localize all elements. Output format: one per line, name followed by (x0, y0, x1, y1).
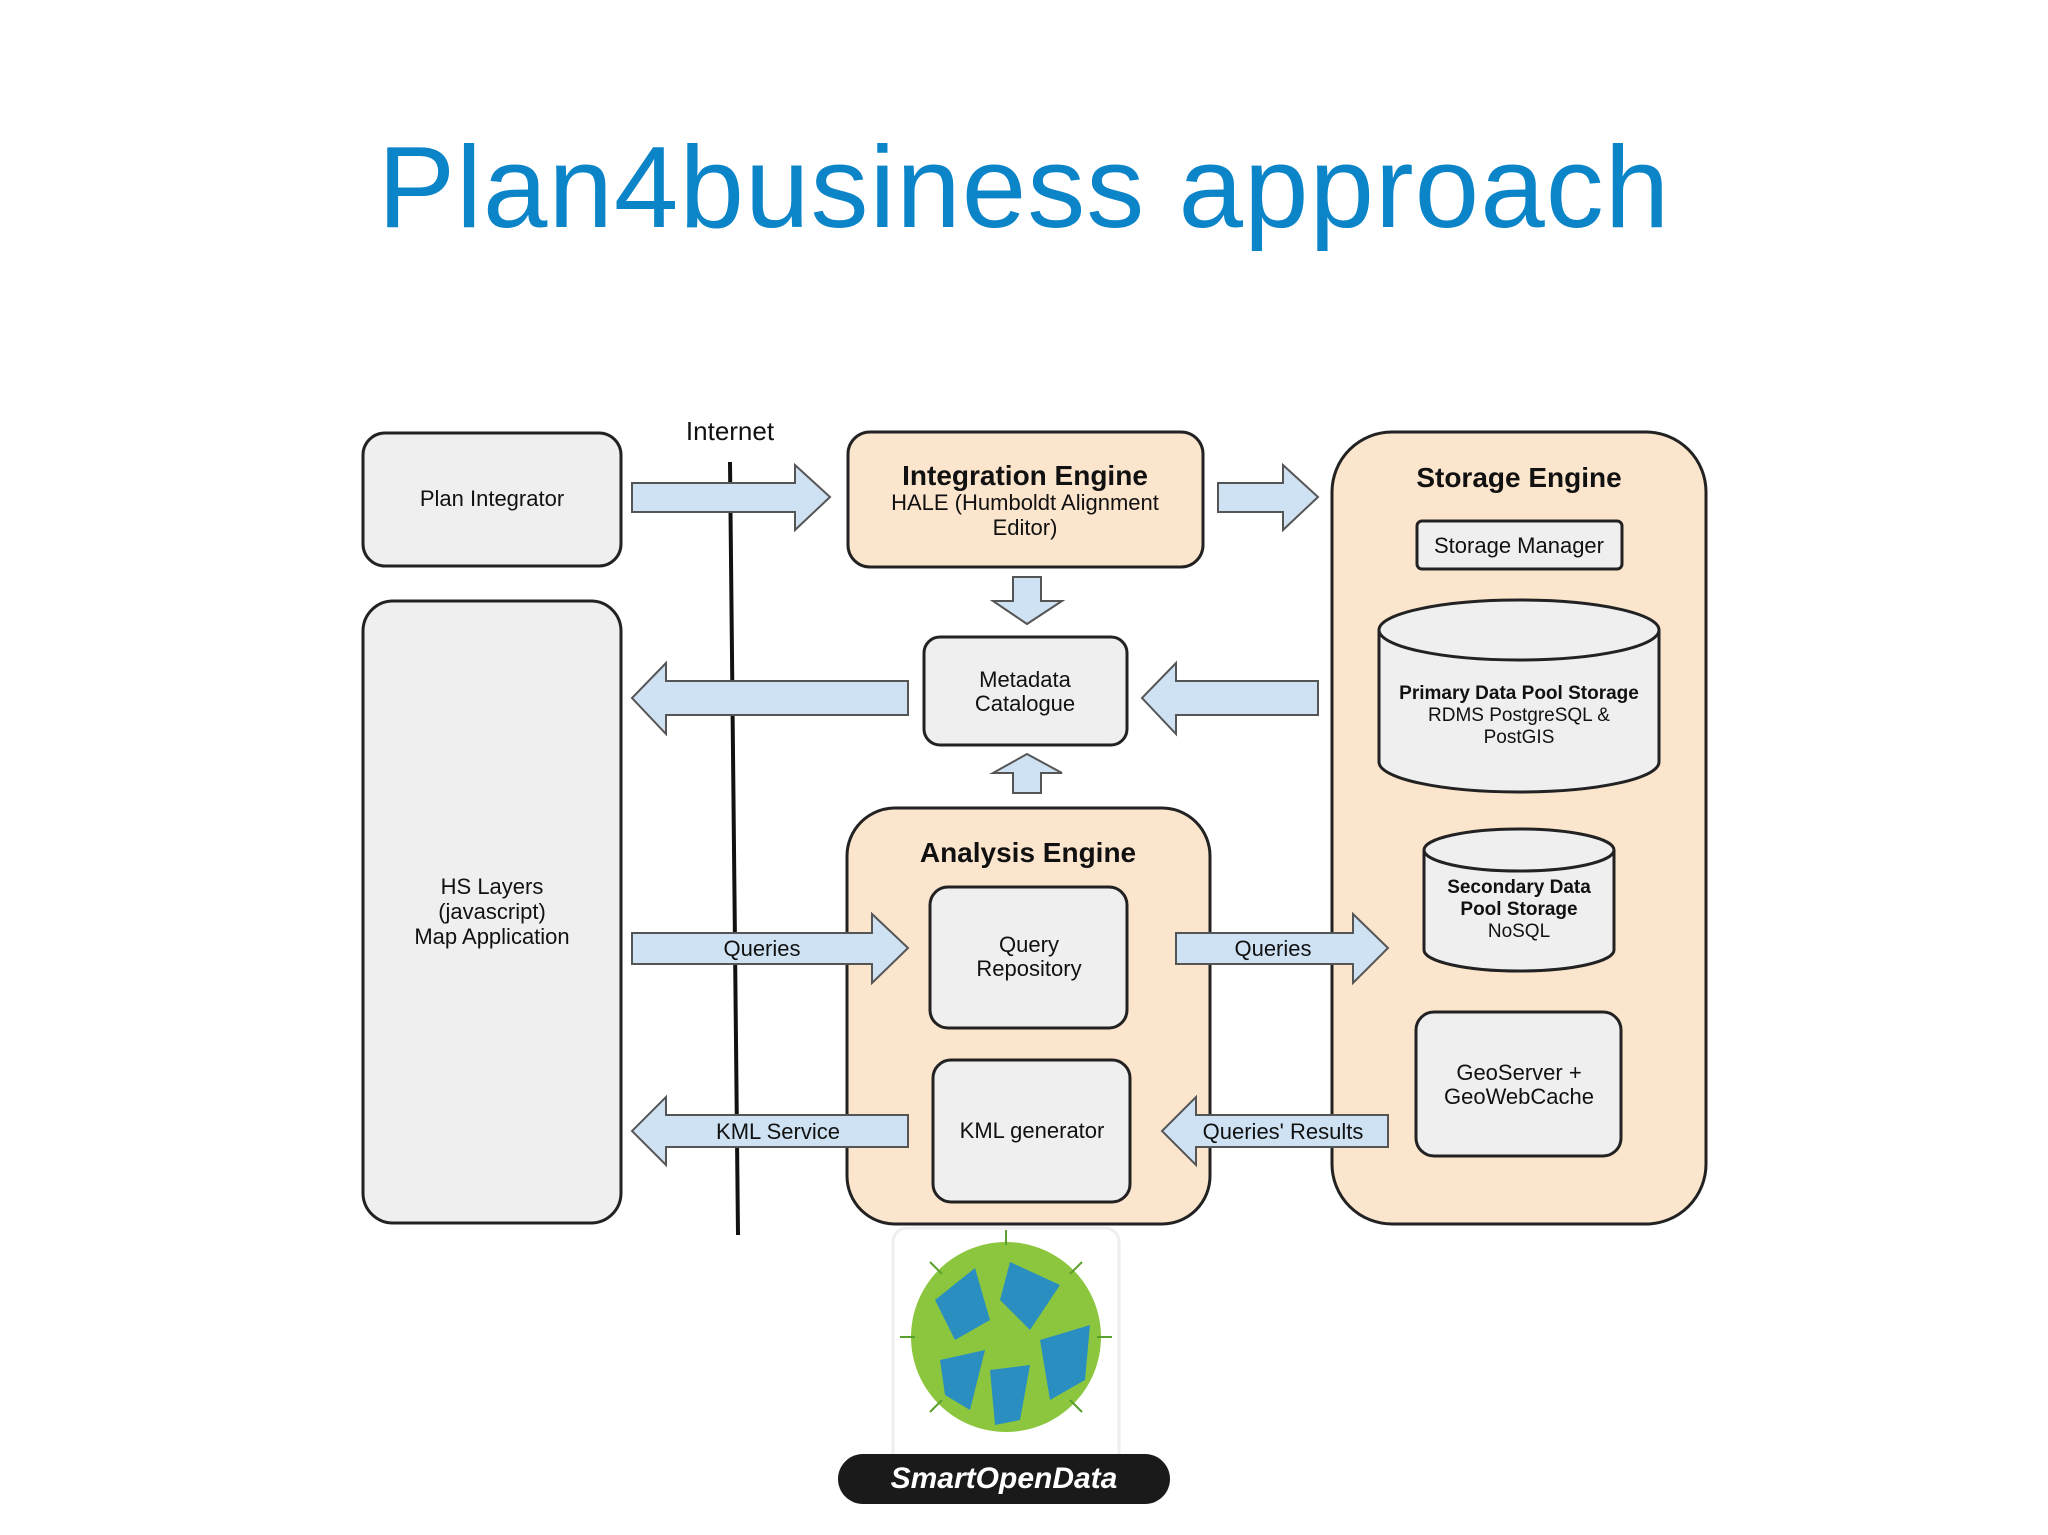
query-repository-line-2: Repository (976, 956, 1081, 981)
primary-data-pool-cylinder: Primary Data Pool Storage RDMS PostgreSQ… (1377, 598, 1661, 794)
integration-engine-box: Integration Engine HALE (Humboldt Alignm… (846, 430, 1205, 569)
hs-layers-box: HS Layers (javascript) Map Application (361, 599, 623, 1225)
kml-generator-label: KML generator (960, 1118, 1105, 1143)
storage-engine-box: Storage Engine Storage Manager Primary D… (1330, 430, 1708, 1226)
internet-label: Internet (686, 416, 775, 446)
metadata-catalogue-line-1: Metadata (979, 667, 1071, 692)
secondary-pool-title-1: Secondary Data (1447, 877, 1591, 898)
queries-left-label: Queries (723, 936, 800, 961)
analysis-engine-box: Analysis Engine Query Repository KML gen… (845, 806, 1212, 1226)
hs-layers-line-2: (javascript) (438, 899, 546, 924)
secondary-data-pool-cylinder: Secondary Data Pool Storage NoSQL (1422, 827, 1616, 973)
geoserver-line-1: GeoServer + (1456, 1060, 1581, 1085)
storage-engine-title: Storage Engine (1416, 462, 1621, 493)
arrow-analysis-to-metadata (989, 752, 1063, 794)
kml-service-label: KML Service (716, 1119, 840, 1144)
logo-text: SmartOpenData (891, 1462, 1118, 1495)
geoserver-line-2: GeoWebCache (1444, 1084, 1594, 1109)
query-repository-line-1: Query (999, 932, 1059, 957)
secondary-pool-title-2: Pool Storage (1460, 899, 1577, 920)
internet-boundary-line (728, 461, 740, 1236)
smartopendata-logo: SmartOpenData (838, 1226, 1170, 1504)
secondary-pool-detail: NoSQL (1488, 921, 1550, 942)
analysis-engine-title: Analysis Engine (920, 837, 1136, 868)
arrow-queries-results (1160, 1094, 1389, 1168)
slide-title: Plan4business approach (377, 122, 1671, 252)
arrow-plan-to-integration (631, 462, 832, 533)
arrow-integration-to-metadata (989, 576, 1066, 626)
storage-manager-box: Storage Manager (1415, 519, 1624, 571)
storage-manager-label: Storage Manager (1434, 533, 1604, 558)
arrow-integration-to-storage (1217, 462, 1320, 533)
integration-engine-title: Integration Engine (902, 460, 1148, 491)
primary-pool-detail-2: PostGIS (1484, 727, 1555, 748)
metadata-catalogue-line-2: Catalogue (975, 691, 1075, 716)
arrow-kml-service (630, 1094, 909, 1168)
geoserver-box: GeoServer + GeoWebCache (1414, 1010, 1623, 1158)
integration-engine-subtitle-2: Editor) (993, 515, 1058, 540)
plan-integrator-box: Plan Integrator (361, 431, 623, 568)
plan-integrator-label: Plan Integrator (420, 486, 564, 511)
metadata-catalogue-box: Metadata Catalogue (922, 635, 1129, 747)
arrow-storage-to-metadata (1140, 660, 1319, 737)
primary-pool-title: Primary Data Pool Storage (1399, 683, 1639, 704)
arrow-queries-to-storage (1175, 911, 1390, 986)
queries-results-label: Queries' Results (1203, 1119, 1364, 1144)
arrow-queries-to-repository (631, 911, 910, 986)
kml-generator-box: KML generator (931, 1058, 1132, 1204)
hs-layers-line-3: Map Application (414, 924, 569, 949)
query-repository-box: Query Repository (928, 885, 1129, 1030)
primary-pool-detail-1: RDMS PostgreSQL & (1428, 705, 1610, 726)
arrow-metadata-to-hslayers (630, 660, 909, 737)
queries-right-label: Queries (1234, 936, 1311, 961)
hs-layers-line-1: HS Layers (441, 874, 544, 899)
integration-engine-subtitle-1: HALE (Humboldt Alignment (891, 490, 1159, 515)
